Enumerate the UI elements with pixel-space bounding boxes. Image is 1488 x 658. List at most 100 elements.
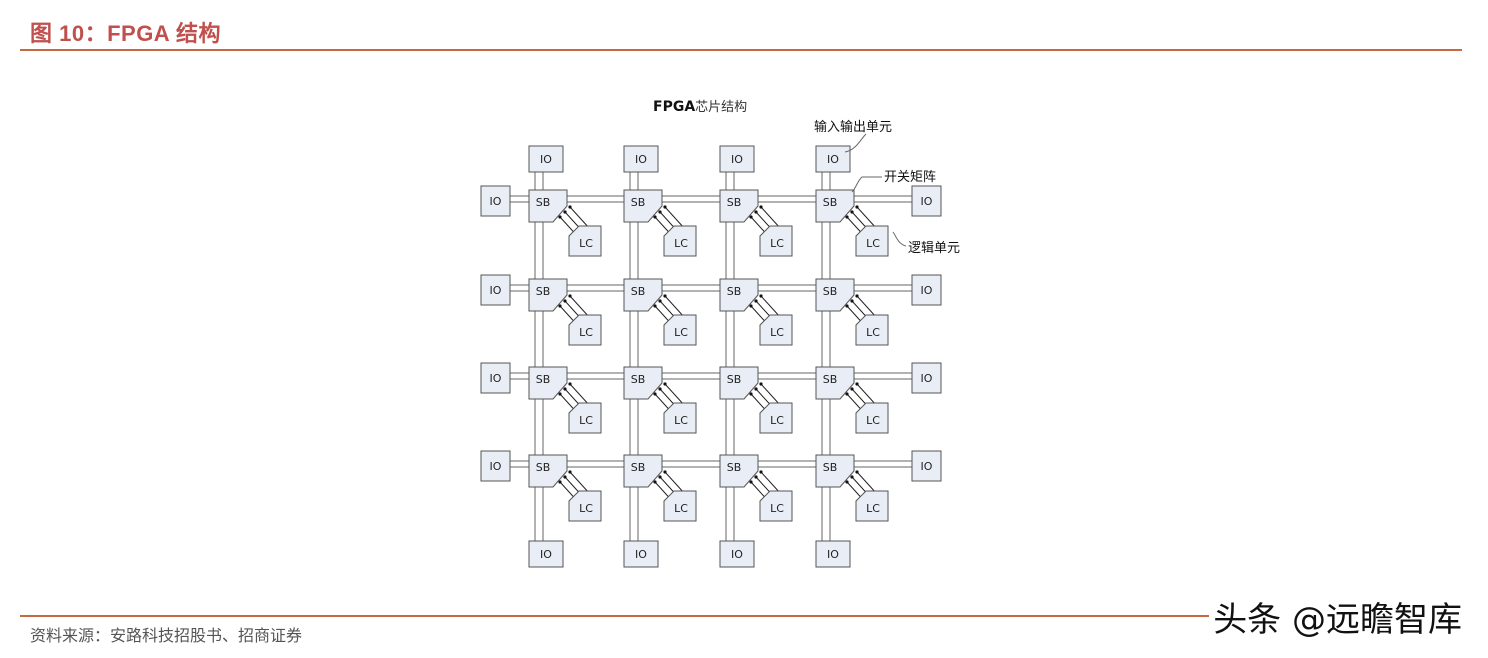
io-block-left-shape <box>480 274 511 306</box>
switch-box: SB <box>815 278 855 312</box>
io-block-top-shape <box>528 145 564 173</box>
io-block-right-label: IO <box>921 460 933 473</box>
switch-box: SB <box>719 454 759 488</box>
wire-end-dot <box>855 470 859 474</box>
switch-box: SB <box>719 189 759 223</box>
logic-cell-label: LC <box>866 414 880 427</box>
logic-cell: LC <box>568 402 602 434</box>
logic-cell-label: LC <box>674 414 688 427</box>
switch-box: SB <box>528 278 568 312</box>
wire-end-dot <box>568 294 572 298</box>
io-block-right-shape <box>911 274 942 306</box>
switch-box: SB <box>815 454 855 488</box>
sb-lc-wire <box>760 295 782 319</box>
callout-leader-sb <box>851 176 882 193</box>
wire-end-dot <box>568 382 572 386</box>
io-block-bottom-label: IO <box>540 548 552 561</box>
switch-box-shape <box>815 189 855 223</box>
watermark: 头条 @远瞻智库 <box>1209 598 1466 642</box>
wire-end-dot <box>749 215 753 219</box>
sb-lc-wire <box>856 383 878 407</box>
wire-end-dot <box>749 392 753 396</box>
wire-end-dot <box>568 470 572 474</box>
io-block-top: IO <box>528 145 564 173</box>
io-block-left-label: IO <box>490 372 502 385</box>
io-block-left-label: IO <box>490 284 502 297</box>
switch-box: SB <box>623 189 663 223</box>
logic-cell-label: LC <box>866 326 880 339</box>
io-block-top-label: IO <box>731 153 743 166</box>
switch-box-label: SB <box>823 196 838 209</box>
io-block-top-label: IO <box>540 153 552 166</box>
io-block-left-shape <box>480 185 511 217</box>
switch-box-label: SB <box>823 373 838 386</box>
io-block-top: IO <box>623 145 659 173</box>
header-rule <box>20 49 1462 51</box>
switch-box: SB <box>623 454 663 488</box>
io-block-left: IO <box>480 450 511 482</box>
logic-cell-label: LC <box>770 502 784 515</box>
source-note: 资料来源：安路科技招股书、招商证券 <box>30 626 303 645</box>
io-block-right-shape <box>911 185 942 217</box>
switch-box: SB <box>815 366 855 400</box>
wire-end-dot <box>568 205 572 209</box>
callout-leader-lc <box>892 231 907 247</box>
switch-box-label: SB <box>631 461 646 474</box>
logic-cell: LC <box>568 490 602 522</box>
switch-box-label: SB <box>536 373 551 386</box>
wire-end-dot <box>850 475 854 479</box>
logic-cell: LC <box>759 402 793 434</box>
switch-box-label: SB <box>631 285 646 298</box>
logic-cell-label: LC <box>770 237 784 250</box>
wire-end-dot <box>850 210 854 214</box>
wire-end-dot <box>759 205 763 209</box>
switch-box: SB <box>528 366 568 400</box>
io-block-bottom-label: IO <box>731 548 743 561</box>
logic-cell: LC <box>855 314 889 346</box>
wire-end-dot <box>663 205 667 209</box>
wire-end-dot <box>563 210 567 214</box>
switch-box: SB <box>528 189 568 223</box>
logic-cell-shape <box>759 402 793 434</box>
wire-end-dot <box>563 299 567 303</box>
switch-box-shape <box>528 366 568 400</box>
logic-cell: LC <box>568 225 602 257</box>
io-block-bottom-shape <box>528 540 564 568</box>
switch-box-label: SB <box>727 373 742 386</box>
io-block-right-shape <box>911 362 942 394</box>
sb-lc-wire <box>569 295 591 319</box>
switch-box-shape <box>528 454 568 488</box>
switch-box-shape <box>623 454 663 488</box>
io-block-bottom-shape <box>719 540 755 568</box>
io-block-left-shape <box>480 450 511 482</box>
wire-end-dot <box>845 304 849 308</box>
wire-end-dot <box>558 304 562 308</box>
wire-end-dot <box>845 480 849 484</box>
switch-box-label: SB <box>536 196 551 209</box>
switch-box-label: SB <box>727 461 742 474</box>
io-block-bottom: IO <box>528 540 564 568</box>
logic-cell-label: LC <box>674 237 688 250</box>
logic-cell: LC <box>855 402 889 434</box>
logic-cell-shape <box>568 490 602 522</box>
io-block-top-label: IO <box>635 153 647 166</box>
logic-cell-shape <box>663 490 697 522</box>
sb-lc-wire <box>760 471 782 495</box>
sb-lc-wire <box>569 206 591 230</box>
switch-box: SB <box>528 454 568 488</box>
wire-end-dot <box>563 387 567 391</box>
io-block-top: IO <box>719 145 755 173</box>
logic-cell-shape <box>855 490 889 522</box>
wire-end-dot <box>563 475 567 479</box>
io-block-left-label: IO <box>490 195 502 208</box>
wire-end-dot <box>754 387 758 391</box>
switch-box-label: SB <box>823 461 838 474</box>
wire-end-dot <box>558 215 562 219</box>
logic-cell: LC <box>663 225 697 257</box>
wire-end-dot <box>749 304 753 308</box>
io-block-left: IO <box>480 185 511 217</box>
logic-cell: LC <box>759 314 793 346</box>
sb-lc-wire <box>856 295 878 319</box>
switch-box: SB <box>623 278 663 312</box>
wire-end-dot <box>658 210 662 214</box>
